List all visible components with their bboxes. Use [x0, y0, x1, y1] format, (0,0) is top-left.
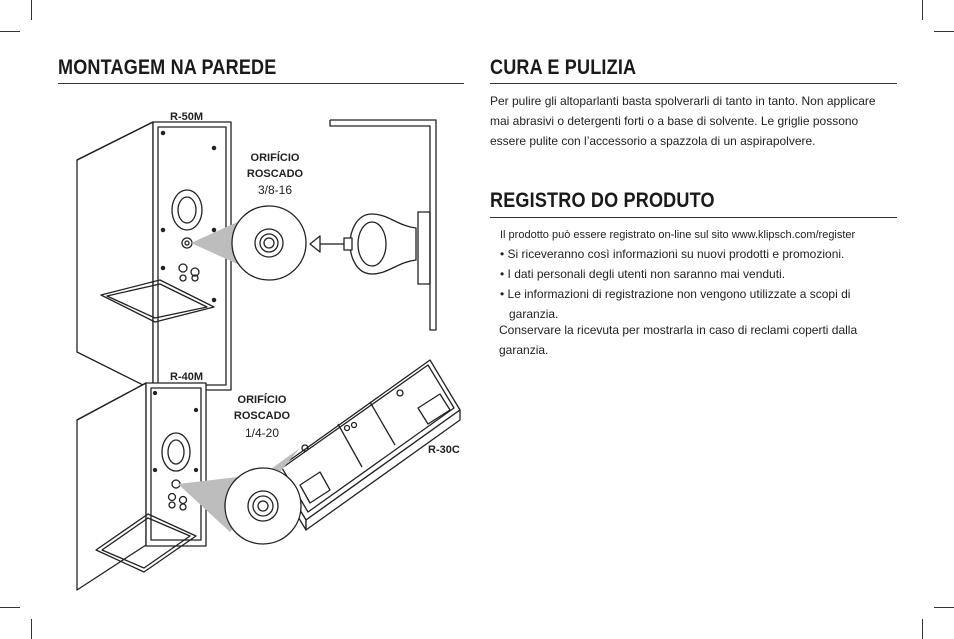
registration-bullets: • Si riceveranno così informazioni su nu…: [500, 244, 890, 324]
list-item: • I dati personali degli utenti non sara…: [500, 267, 786, 281]
crop-mark: [31, 619, 32, 639]
crop-mark: [0, 31, 20, 32]
crop-mark: [0, 607, 20, 608]
hole-label-line2: ROSCADO: [247, 168, 304, 180]
crop-mark: [934, 607, 954, 608]
care-text: Per pulire gli altoparlanti basta spolve…: [490, 94, 876, 148]
hole-size-label: 1/4-20: [245, 426, 279, 440]
heading-rule: [490, 217, 897, 218]
registration-heading: REGISTRO DO PRODUTO: [490, 189, 715, 212]
wall-bracket-illustration: [309, 119, 437, 331]
heading-rule: [58, 83, 464, 84]
crop-mark: [31, 0, 32, 20]
threaded-hole-magnified: [224, 467, 302, 545]
crop-mark: [922, 0, 923, 20]
hole-size-label: 3/8-16: [258, 183, 292, 197]
r50m-label: R-50M: [170, 111, 203, 123]
r30c-label: R-30C: [428, 444, 460, 456]
r40m-label: R-40M: [170, 371, 203, 383]
crop-mark: [934, 31, 954, 32]
hole-label-line1: ORIFÍCIO: [238, 393, 287, 406]
hole-label-line2: ROSCADO: [234, 410, 291, 422]
wall-mount-heading: MONTAGEM NA PAREDE: [58, 56, 277, 79]
threaded-hole-magnified: [231, 205, 307, 281]
list-item: • Le informazioni di registrazione non v…: [500, 287, 851, 321]
list-item: • Si riceveranno così informazioni su nu…: [500, 247, 845, 261]
crop-mark: [922, 619, 923, 639]
r40m-speaker-illustration: [76, 382, 207, 591]
heading-rule: [490, 83, 897, 84]
r50m-speaker-illustration: [76, 121, 232, 391]
registration-closing: Conservare la ricevuta per mostrarla in …: [499, 323, 858, 357]
registration-intro: Il prodotto può essere registrato on-lin…: [500, 229, 856, 241]
hole-label-line1: ORIFÍCIO: [251, 151, 300, 164]
care-heading: CURA E PULIZIA: [490, 56, 637, 79]
